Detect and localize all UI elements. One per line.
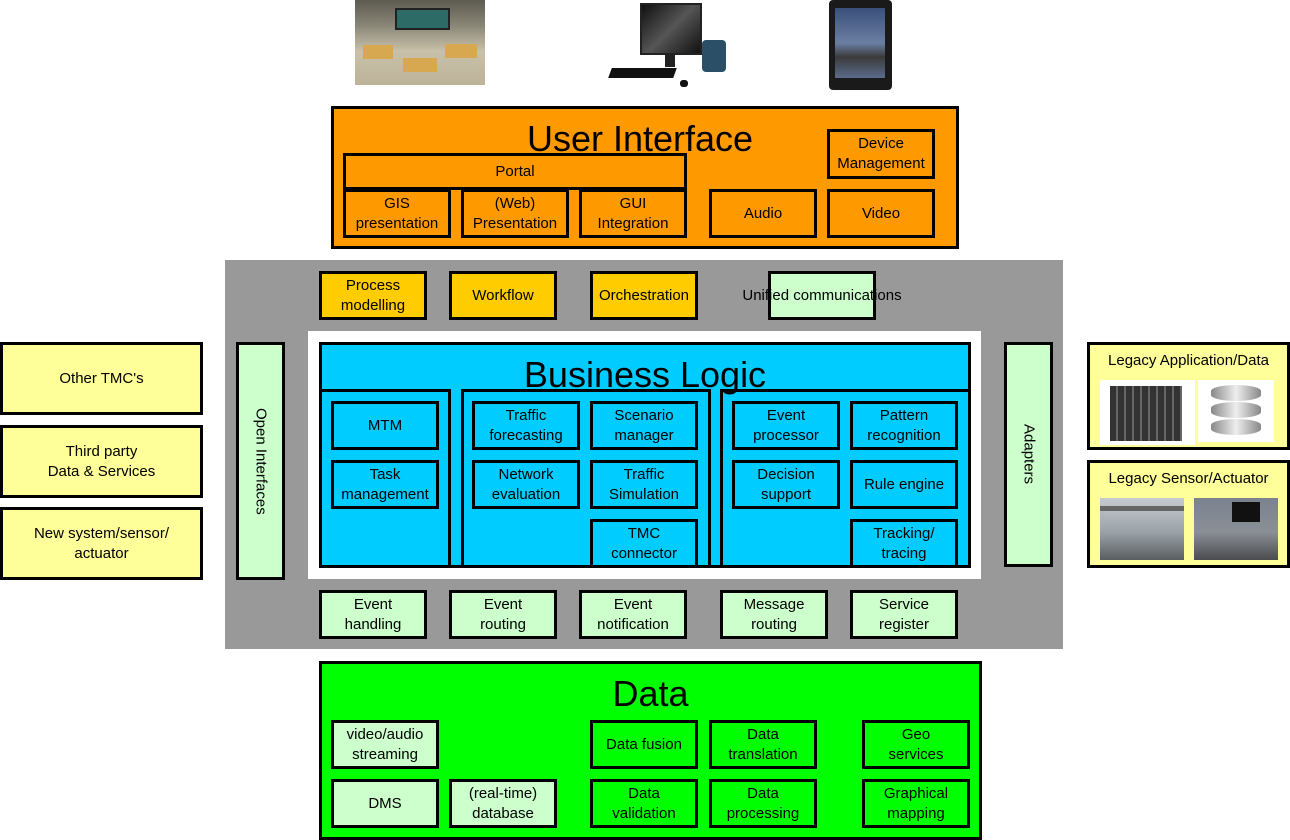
- network-evaluation-box: Network evaluation: [472, 460, 580, 509]
- dms-box: DMS: [331, 779, 439, 828]
- traffic-simulation-box: Traffic Simulation: [590, 460, 698, 509]
- traffic-forecasting-box: Traffic forecasting: [472, 401, 580, 450]
- third-party-box: Third party Data & Services: [0, 425, 203, 498]
- data-fusion-box: Data fusion: [590, 720, 698, 769]
- video-audio-streaming-box: video/audio streaming: [331, 720, 439, 769]
- gis-presentation-box: GIS presentation: [343, 189, 451, 238]
- other-tmcs-box: Other TMC's: [0, 342, 203, 415]
- unified-communications-box: Unified communications: [742, 271, 902, 320]
- legacy-application-label: Legacy Application/Data: [1108, 352, 1269, 369]
- new-system-box: New system/sensor/ actuator: [0, 507, 203, 580]
- business-logic-left-panel: [319, 389, 451, 568]
- tmc-connector-box: TMC connector: [590, 519, 698, 568]
- realtime-database-box: (real-time) database: [449, 779, 557, 828]
- tablet-photo: [829, 0, 892, 90]
- task-management-box: Task management: [331, 460, 439, 509]
- tracking-tracing-box: Tracking/ tracing: [850, 519, 958, 568]
- database-icon: [1198, 380, 1274, 442]
- data-translation-box: Data translation: [709, 720, 817, 769]
- business-logic-middle-panel: [461, 389, 711, 568]
- graphical-mapping-box: Graphical mapping: [862, 779, 970, 828]
- pattern-recognition-box: Pattern recognition: [850, 401, 958, 450]
- orchestration-box: Orchestration: [590, 271, 698, 320]
- process-modelling-box: Process modelling: [319, 271, 427, 320]
- control-room-photo: [355, 0, 485, 85]
- adapters-label: Adapters: [1020, 424, 1038, 485]
- user-interface-title: User Interface: [526, 118, 754, 159]
- highway-sign-photo: [1194, 498, 1278, 560]
- geo-services-box: Geo services: [862, 720, 970, 769]
- device-management-box: Device Management: [827, 129, 935, 179]
- server-rack-icon: [1100, 380, 1195, 445]
- data-title: Data: [612, 673, 689, 714]
- service-register-box: Service register: [850, 590, 958, 639]
- business-logic-title: Business Logic: [523, 354, 767, 395]
- event-notification-box: Event notification: [579, 590, 687, 639]
- event-handling-box: Event handling: [319, 590, 427, 639]
- video-box: Video: [827, 189, 935, 238]
- workflow-box: Workflow: [449, 271, 557, 320]
- open-interfaces-box: Open Interfaces: [236, 342, 285, 580]
- message-routing-box: Message routing: [720, 590, 828, 639]
- event-routing-box: Event routing: [449, 590, 557, 639]
- decision-support-box: Decision support: [732, 460, 840, 509]
- portal-box: Portal: [343, 153, 687, 190]
- data-validation-box: Data validation: [590, 779, 698, 828]
- scenario-manager-box: Scenario manager: [590, 401, 698, 450]
- desktop-computer-photo: [605, 0, 740, 90]
- legacy-sensor-label: Legacy Sensor/Actuator: [1108, 470, 1269, 487]
- event-processor-box: Event processor: [732, 401, 840, 450]
- open-interfaces-label: Open Interfaces: [252, 407, 270, 515]
- business-logic-right-panel: [720, 389, 971, 568]
- web-presentation-box: (Web) Presentation: [461, 189, 569, 238]
- mtm-box: MTM: [331, 401, 439, 450]
- legacy-application-box: Legacy Application/Data: [1087, 342, 1290, 450]
- rule-engine-box: Rule engine: [850, 460, 958, 509]
- highway-gantry-photo: [1100, 498, 1184, 560]
- legacy-sensor-box: Legacy Sensor/Actuator: [1087, 460, 1290, 568]
- gui-integration-box: GUI Integration: [579, 189, 687, 238]
- audio-box: Audio: [709, 189, 817, 238]
- adapters-box: Adapters: [1004, 342, 1053, 567]
- data-processing-box: Data processing: [709, 779, 817, 828]
